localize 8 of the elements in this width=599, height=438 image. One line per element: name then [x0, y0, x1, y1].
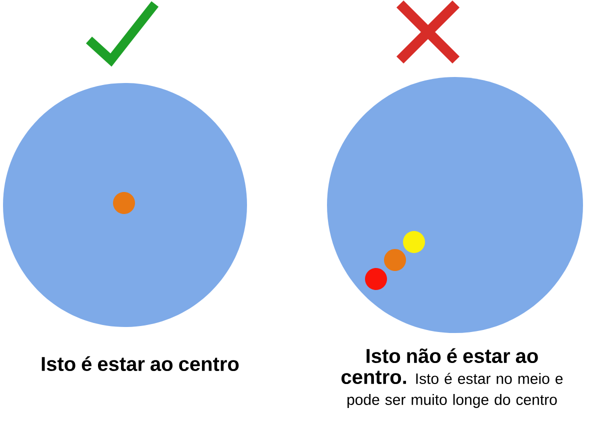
dot — [403, 231, 425, 253]
caption-text: Isto não é estar ao centro. Isto é estar no meio e pode ser muito longe do centro — [342, 348, 563, 408]
circle-drawing — [3, 83, 247, 327]
dot — [365, 268, 387, 290]
dot — [384, 249, 406, 271]
circle-drawing — [327, 77, 583, 333]
caption-text: Isto é estar ao centro — [42, 356, 239, 372]
dot — [113, 192, 135, 214]
